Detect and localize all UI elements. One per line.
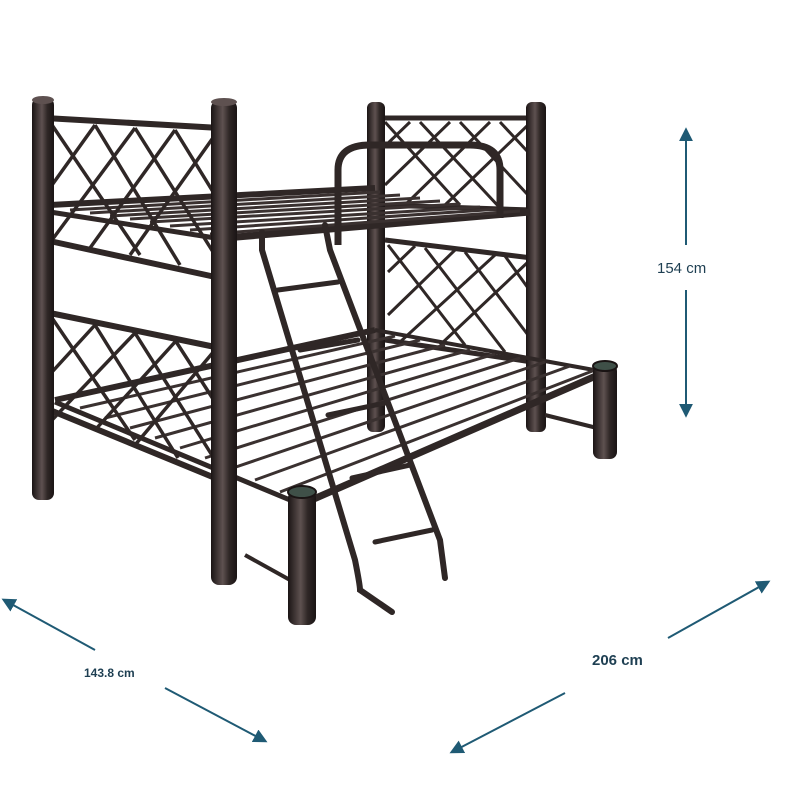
front-foot-post xyxy=(288,490,316,625)
width-label: 143.8 cm xyxy=(84,666,135,680)
length-dimension-arrow xyxy=(449,580,771,754)
front-left-post xyxy=(32,98,54,500)
width-dimension-arrow xyxy=(1,598,268,743)
front-upper-headboard xyxy=(44,115,221,281)
front-lower-headboard xyxy=(43,309,222,483)
upper-guard-rail xyxy=(334,141,504,245)
upper-bunk-deck xyxy=(49,185,531,243)
back-upper-headboard xyxy=(379,115,533,213)
length-label: 206 cm xyxy=(592,652,643,669)
back-foot-post xyxy=(593,364,617,459)
height-label: 154 cm xyxy=(657,260,707,277)
lower-bunk-deck xyxy=(54,327,607,582)
back-right-post xyxy=(526,102,546,432)
ladder xyxy=(259,222,448,615)
front-right-post xyxy=(211,100,237,585)
